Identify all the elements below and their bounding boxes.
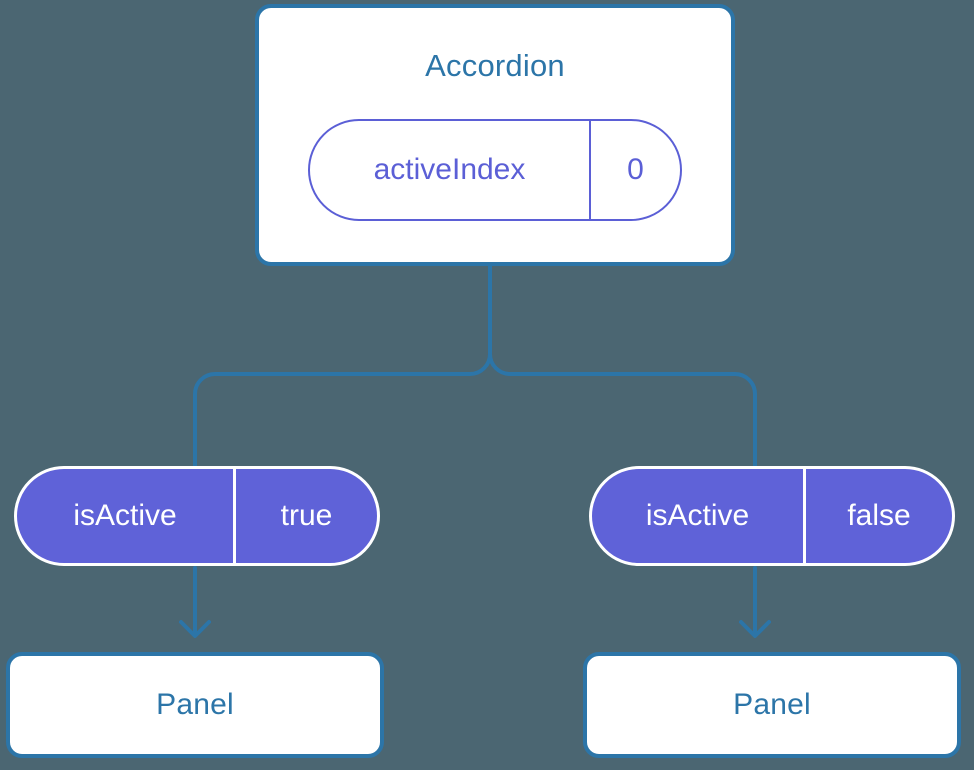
- panel-component-card-right[interactable]: Panel: [583, 652, 961, 758]
- arrowhead-right-icon: [739, 620, 771, 638]
- panel-component-card-left[interactable]: Panel: [6, 652, 384, 758]
- state-pill-active-index-value: 0: [589, 121, 680, 219]
- prop-pill-is-active-false-key: isActive: [645, 499, 750, 532]
- edge-accordion-to-right-branch: [488, 352, 757, 472]
- accordion-title: Accordion: [425, 48, 565, 83]
- state-pill-active-index[interactable]: activeIndex 0: [308, 119, 682, 221]
- prop-pill-is-active-false-value: false: [803, 469, 952, 563]
- prop-pill-is-active-true[interactable]: isActive true: [14, 466, 380, 566]
- panel-title-left: Panel: [156, 688, 234, 721]
- arrowhead-left-icon: [179, 620, 211, 638]
- prop-pill-is-active-true-key: isActive: [73, 499, 177, 532]
- prop-pill-is-active-false[interactable]: isActive false: [589, 466, 955, 566]
- prop-pill-is-active-true-value: true: [233, 469, 377, 563]
- panel-title-right: Panel: [733, 688, 811, 721]
- state-pill-active-index-key: activeIndex: [373, 153, 526, 186]
- edge-accordion-to-branches: [193, 264, 492, 472]
